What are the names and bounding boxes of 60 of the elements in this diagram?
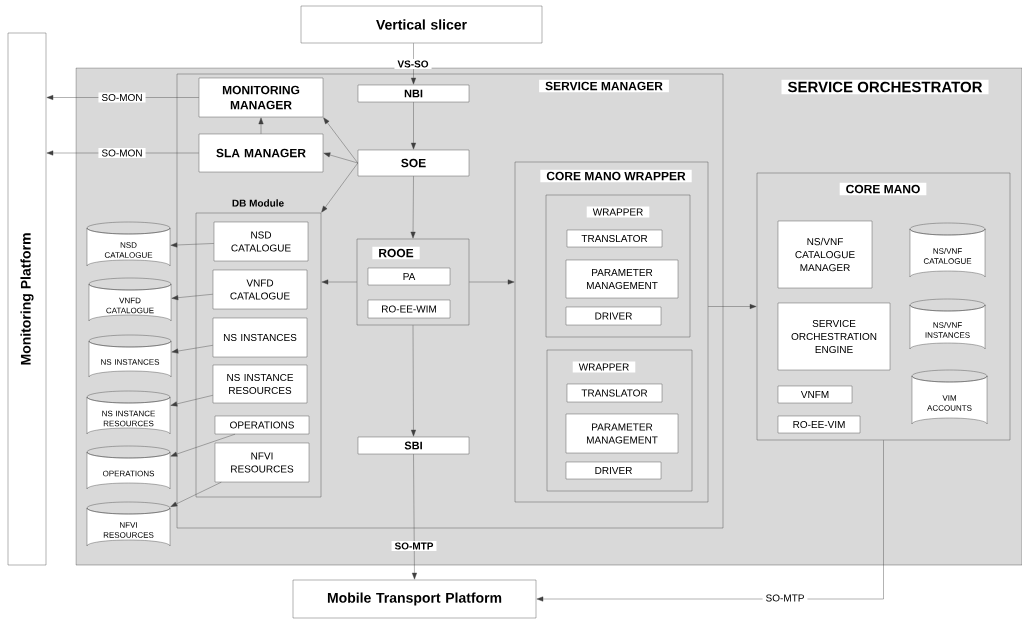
component-box: OPERATIONS bbox=[214, 415, 310, 435]
database-cylinder: NSD CATALOGUE bbox=[86, 221, 171, 267]
database-cylinder: NFVI RESOURCES bbox=[86, 501, 171, 547]
system-box: Mobile Transport Platform bbox=[292, 579, 537, 619]
component-box: RO-EE-VIM bbox=[777, 415, 861, 434]
arrow bbox=[323, 117, 358, 164]
arrow bbox=[411, 43, 416, 85]
arrow bbox=[258, 117, 264, 134]
component-box: NFVI RESOURCES bbox=[214, 442, 310, 483]
component-box: NSD CATALOGUE bbox=[213, 221, 309, 262]
database-cylinder: VNFD CATALOGUE bbox=[88, 277, 172, 322]
component-box: SOE bbox=[357, 149, 470, 177]
database-cylinder: VIM ACCOUNTS bbox=[911, 369, 988, 425]
component-box: PARAMETER MANAGEMENT bbox=[565, 413, 679, 454]
component-box: NS INSTANCES bbox=[212, 317, 308, 358]
database-cylinder: NS/VNF INSTANCES bbox=[909, 298, 986, 350]
arrow bbox=[321, 279, 357, 285]
component-box: TRANSLATOR bbox=[566, 383, 663, 403]
arrow bbox=[411, 102, 416, 150]
component-box: SERVICE ORCHESTRATION ENGINE bbox=[777, 302, 891, 371]
component-box: VNFD CATALOGUE bbox=[212, 269, 308, 310]
arrow bbox=[323, 152, 358, 164]
component-box: RO-EE-WIM bbox=[367, 299, 451, 319]
edge-label: SO-MTP bbox=[391, 540, 437, 552]
system-box: Vertical slicer bbox=[300, 5, 543, 44]
component-box: PA bbox=[367, 267, 451, 286]
arrow bbox=[410, 176, 416, 239]
component-box: VNFM bbox=[777, 385, 853, 404]
database-cylinder: NS INSTANCES bbox=[88, 334, 172, 378]
database-cylinder: NS INSTANCE RESOURCES bbox=[86, 390, 171, 435]
database-cylinder: NS/VNF CATALOGUE bbox=[909, 222, 986, 278]
component-box: DRIVER bbox=[565, 461, 662, 480]
arrow bbox=[171, 345, 213, 354]
arrow bbox=[412, 454, 417, 580]
arrow bbox=[170, 395, 213, 407]
arrow bbox=[170, 434, 236, 457]
database-cylinder: OPERATIONS bbox=[86, 445, 171, 490]
arrow bbox=[171, 294, 213, 301]
component-box: MONITORING MANAGER bbox=[198, 77, 324, 118]
edge-label: SO-MTP bbox=[762, 592, 808, 604]
platform-box: Monitoring Platform bbox=[7, 32, 47, 566]
arrow bbox=[170, 482, 222, 507]
arrow bbox=[170, 242, 214, 248]
component-box: SLA MANAGER bbox=[198, 133, 324, 173]
arrow bbox=[536, 440, 884, 602]
node-label: DB Module bbox=[232, 199, 284, 207]
edge-label: SO-MON bbox=[98, 92, 146, 103]
component-box: NS INSTANCE RESOURCES bbox=[212, 364, 308, 404]
component-box: PARAMETER MANAGEMENT bbox=[565, 259, 679, 299]
arrow bbox=[469, 279, 515, 285]
arrow bbox=[411, 325, 416, 437]
component-box: SBI bbox=[357, 436, 470, 455]
component-box: TRANSLATOR bbox=[566, 229, 663, 248]
arrow bbox=[708, 304, 757, 309]
component-box: DRIVER bbox=[565, 306, 662, 326]
edge-label: VS-SO bbox=[394, 58, 432, 70]
component-box: NBI bbox=[357, 84, 470, 103]
arrow bbox=[321, 162, 358, 213]
component-box: NS/VNF CATALOGUE MANAGER bbox=[777, 220, 873, 289]
edge-label: SO-MON bbox=[98, 147, 146, 159]
